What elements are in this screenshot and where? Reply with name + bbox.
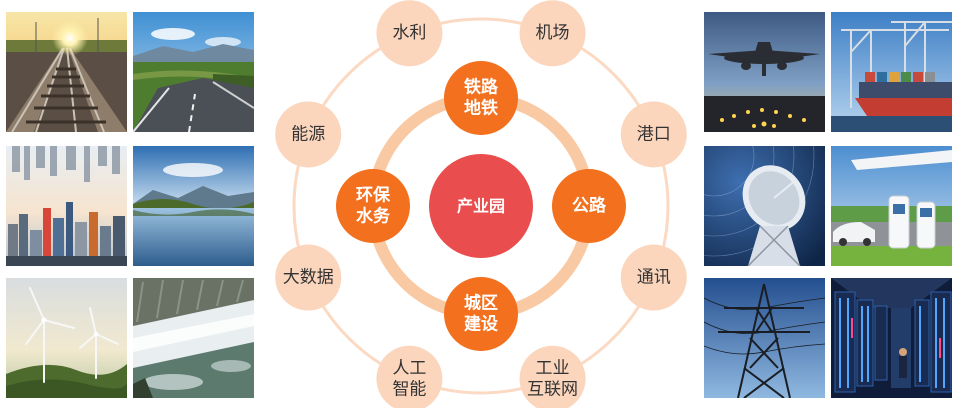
outer-node: 通讯: [620, 244, 687, 311]
outer-node: 大数据: [275, 244, 342, 311]
outer-node: 水利: [376, 0, 443, 67]
center-node-label: 产业园: [457, 197, 505, 216]
outer-node: 能源: [275, 101, 342, 168]
outer-node-label: 互联网: [527, 379, 578, 399]
railway-tracks-photo: [6, 12, 127, 132]
outer-node-circle: [620, 244, 687, 311]
outer-node-circle: [376, 0, 443, 67]
outer-node-label: 工业: [536, 358, 570, 378]
outer-ring: [292, 17, 670, 395]
outer-node-circle: [275, 244, 342, 311]
outer-node-label: 大数据: [283, 268, 334, 288]
satellite-dish-photo: [704, 146, 825, 266]
inner-node-circle: [444, 61, 518, 135]
outer-node-label: 机场: [536, 23, 570, 43]
inner-node-label: 公路: [572, 195, 607, 216]
ev-charging-station-photo: [831, 146, 952, 266]
inner-node-label: 铁路: [464, 77, 499, 98]
center-node: 产业园: [429, 154, 533, 258]
power-tower-photo: [704, 278, 825, 398]
water-weir-photo: [133, 278, 254, 398]
inner-node-label: 地铁: [464, 98, 498, 119]
outer-node-circle: [519, 0, 586, 67]
inner-node-label: 建设: [464, 314, 498, 335]
outer-node-circle: [376, 345, 443, 408]
outer-node: 港口: [620, 101, 687, 168]
city-skyline-photo: [6, 146, 127, 266]
wind-turbines-photo: [6, 278, 127, 398]
airplane-landing-photo: [704, 12, 825, 132]
container-port-photo: [831, 12, 952, 132]
outer-node-circle: [620, 101, 687, 168]
mountain-lake-photo: [133, 146, 254, 266]
inner-node-circle: [336, 169, 410, 243]
outer-node-label: 港口: [637, 124, 671, 144]
outer-node-label: 人工: [392, 358, 426, 378]
outer-node-circle: [519, 345, 586, 408]
inner-node-label: 环保: [356, 185, 391, 206]
highway-road-photo: [133, 12, 254, 132]
inner-node-circle: [552, 169, 626, 243]
inner-node: 公路: [552, 169, 626, 243]
industry-park-diagram: 水利机场港口通讯工业互联网人工智能大数据能源 铁路地铁公路城区建设环保水务 产业…: [275, 0, 687, 408]
outer-node: 机场: [519, 0, 586, 67]
inner-node-label: 水务: [356, 206, 391, 227]
outer-node-label: 智能: [392, 379, 426, 399]
outer-node-circle: [275, 101, 342, 168]
outer-node-label: 能源: [291, 124, 325, 144]
outer-node-label: 水利: [392, 23, 426, 43]
inner-node-circle: [444, 277, 518, 351]
center-node-circle: [429, 154, 533, 258]
data-center-photo: [831, 278, 952, 398]
outer-node-label: 通讯: [637, 268, 671, 288]
inner-node-label: 城区: [464, 294, 498, 314]
